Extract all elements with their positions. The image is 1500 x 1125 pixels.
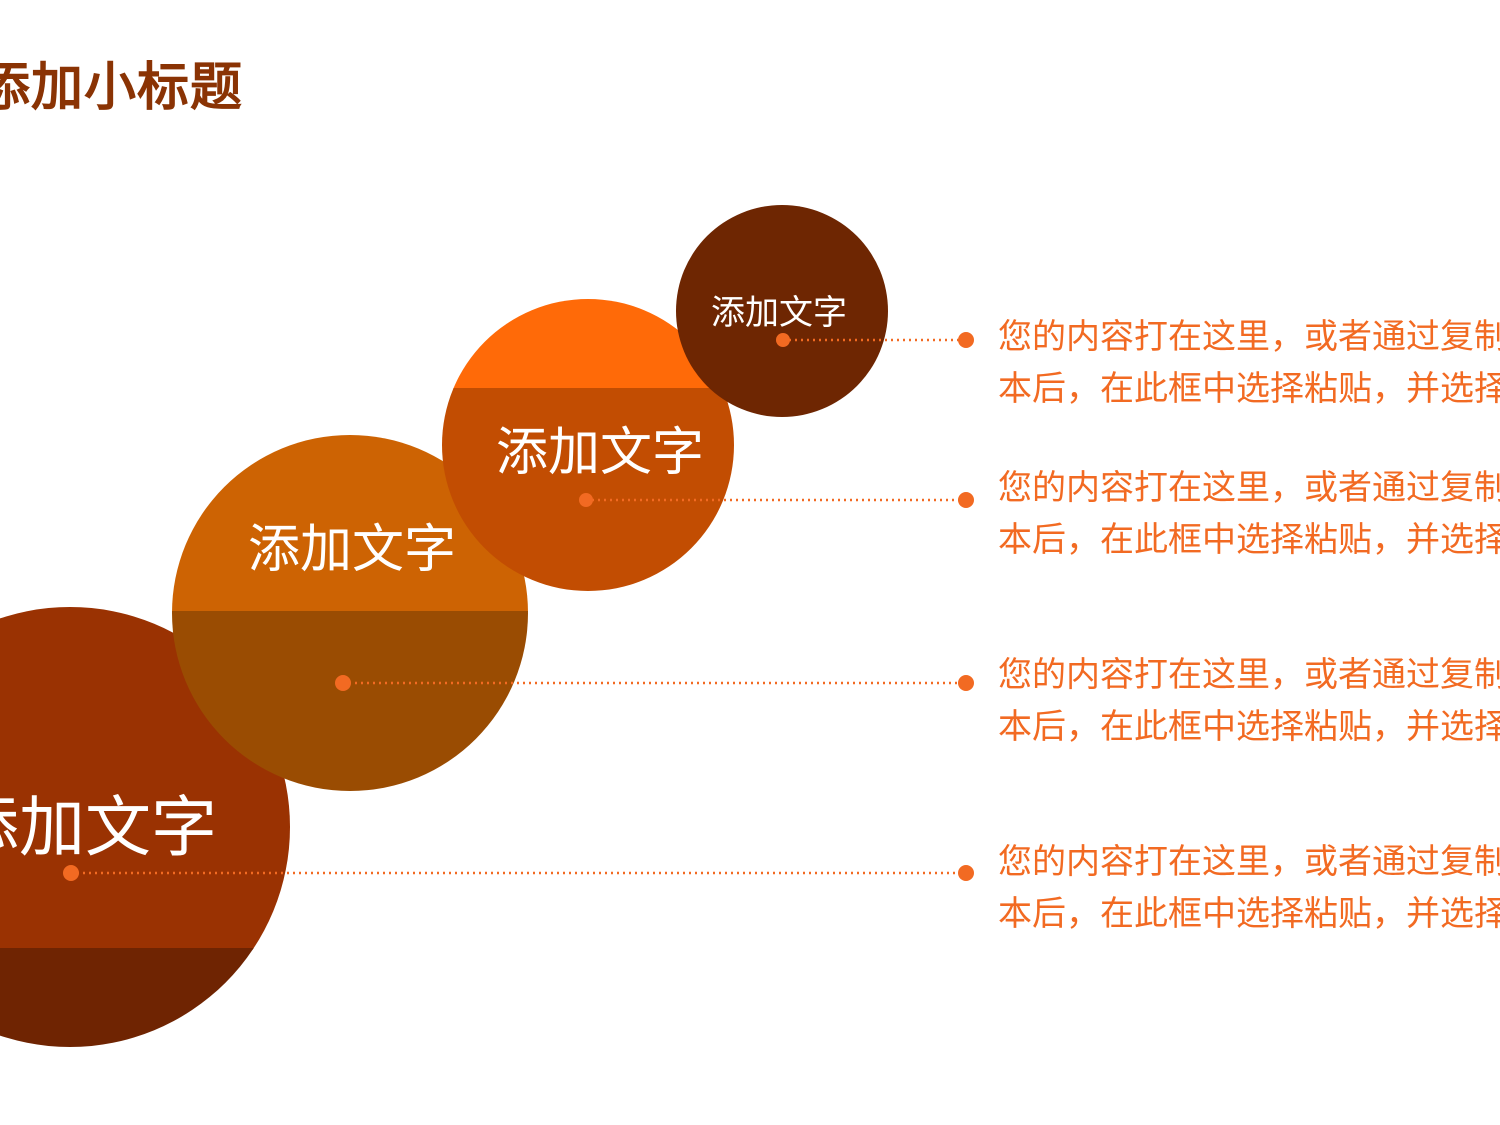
connector-dot-end-4: [958, 865, 974, 881]
description-4-line-1: 您的内容打在这里，或者通过复制: [998, 842, 1500, 882]
description-2-line-2: 本后，在此框中选择粘贴，并选择: [998, 520, 1500, 560]
page-title: 添加小标题: [0, 58, 244, 118]
description-3: 您的内容打在这里，或者通过复制 本后，在此框中选择粘贴，并选择: [998, 649, 1500, 753]
circle-small-label: 添加文字: [711, 293, 847, 333]
description-1: 您的内容打在这里，或者通过复制 本后，在此框中选择粘贴，并选择: [998, 311, 1500, 415]
connector-end-dots: [958, 332, 974, 881]
circle-small: [676, 205, 888, 417]
description-2-line-1: 您的内容打在这里，或者通过复制: [998, 468, 1500, 508]
circle-medium-label: 添加文字: [496, 423, 704, 483]
description-1-line-2: 本后，在此框中选择粘贴，并选择: [998, 369, 1500, 409]
connector-dot-start-3: [335, 675, 351, 691]
connector-dot-start-4: [63, 865, 79, 881]
description-2: 您的内容打在这里，或者通过复制 本后，在此框中选择粘贴，并选择: [998, 462, 1500, 566]
description-4-line-2: 本后，在此框中选择粘贴，并选择: [998, 894, 1500, 934]
connector-dot-start-2: [579, 493, 593, 507]
description-3-line-2: 本后，在此框中选择粘贴，并选择: [998, 707, 1500, 747]
description-1-line-1: 您的内容打在这里，或者通过复制: [998, 317, 1500, 357]
connector-start-dots: [63, 333, 790, 881]
connector-dot-end-1: [958, 332, 974, 348]
circle-large-label: 添加文字: [0, 789, 217, 866]
connector-dot-end-3: [958, 675, 974, 691]
circle-large-bottom: [0, 948, 290, 1047]
connectors: [71, 338, 966, 875]
description-4: 您的内容打在这里，或者通过复制 本后，在此框中选择粘贴，并选择: [998, 836, 1500, 940]
connector-dot-start-1: [776, 333, 790, 347]
circle-medium-large-label: 添加文字: [248, 520, 456, 580]
description-3-line-1: 您的内容打在这里，或者通过复制: [998, 655, 1500, 695]
connector-dot-end-2: [958, 492, 974, 508]
